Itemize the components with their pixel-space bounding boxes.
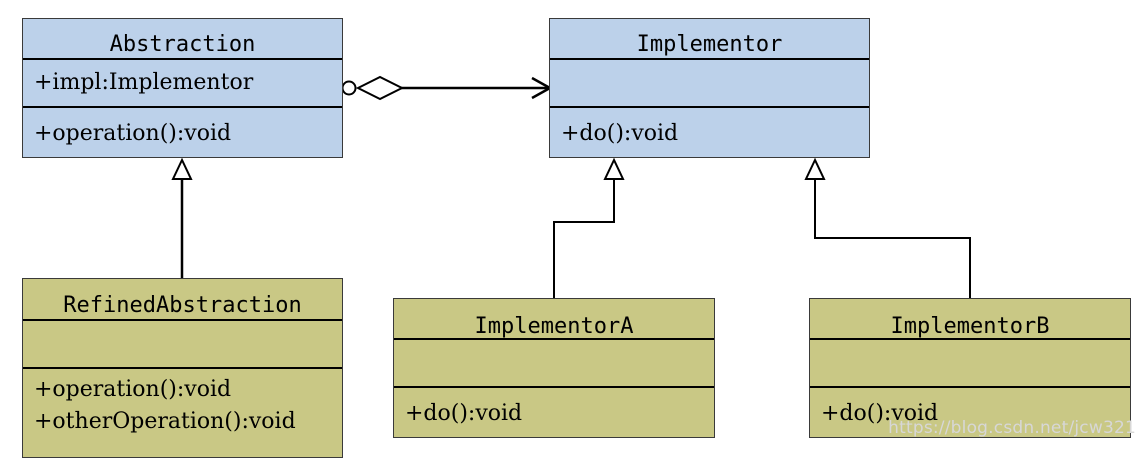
- attributes-section: [550, 58, 869, 106]
- attributes-section: +impl:Implementor: [23, 58, 342, 106]
- attributes-section: [23, 319, 342, 367]
- generalization-refinedabstraction-abstraction: [171, 157, 193, 278]
- attribute: +impl:Implementor: [34, 70, 254, 95]
- attributes-section: [394, 338, 714, 386]
- class-name: ImplementorB: [890, 314, 1050, 339]
- class-name: RefinedAbstraction: [63, 293, 302, 318]
- class-name: ImplementorA: [474, 314, 634, 339]
- generalization-triangle: [603, 157, 625, 180]
- operations-section: +do():void: [394, 386, 714, 437]
- class-name: Abstraction: [109, 32, 256, 57]
- aggregation-abstraction-implementor: [341, 75, 553, 101]
- aggregation-diamond: [355, 75, 405, 101]
- generalization-implementora-implementor: [553, 157, 625, 298]
- operations-section: +do():void: [810, 386, 1130, 437]
- generalization-line: [814, 179, 971, 298]
- class-abstraction: Abstraction +impl:Implementor +operation…: [22, 18, 343, 158]
- aggregation-end-circle: [341, 80, 357, 96]
- generalization-triangle: [804, 157, 826, 180]
- attributes-section: [810, 338, 1130, 386]
- watermark: https://blog.csdn.net/jcw321: [888, 418, 1136, 438]
- class-implementor: Implementor +do():void: [549, 18, 870, 158]
- operations-section: +do():void: [550, 106, 869, 157]
- operation: +otherOperation():void: [34, 409, 296, 434]
- operation: +do():void: [821, 401, 939, 426]
- generalization-triangle: [171, 157, 193, 180]
- class-name: Implementor: [636, 32, 783, 57]
- operation: +do():void: [405, 401, 523, 426]
- operations-section: +operation():void +otherOperation():void: [23, 367, 342, 457]
- generalization-line: [553, 179, 615, 298]
- generalization-implementorb-implementor: [804, 157, 971, 298]
- operation: +do():void: [561, 121, 679, 146]
- operation: +operation():void: [34, 377, 232, 402]
- class-refined-abstraction: RefinedAbstraction +operation():void +ot…: [22, 278, 343, 458]
- operations-section: +operation():void: [23, 106, 342, 157]
- operation: +operation():void: [34, 121, 232, 146]
- class-implementor-b: ImplementorB +do():void: [809, 298, 1131, 438]
- class-implementor-a: ImplementorA +do():void: [393, 298, 715, 438]
